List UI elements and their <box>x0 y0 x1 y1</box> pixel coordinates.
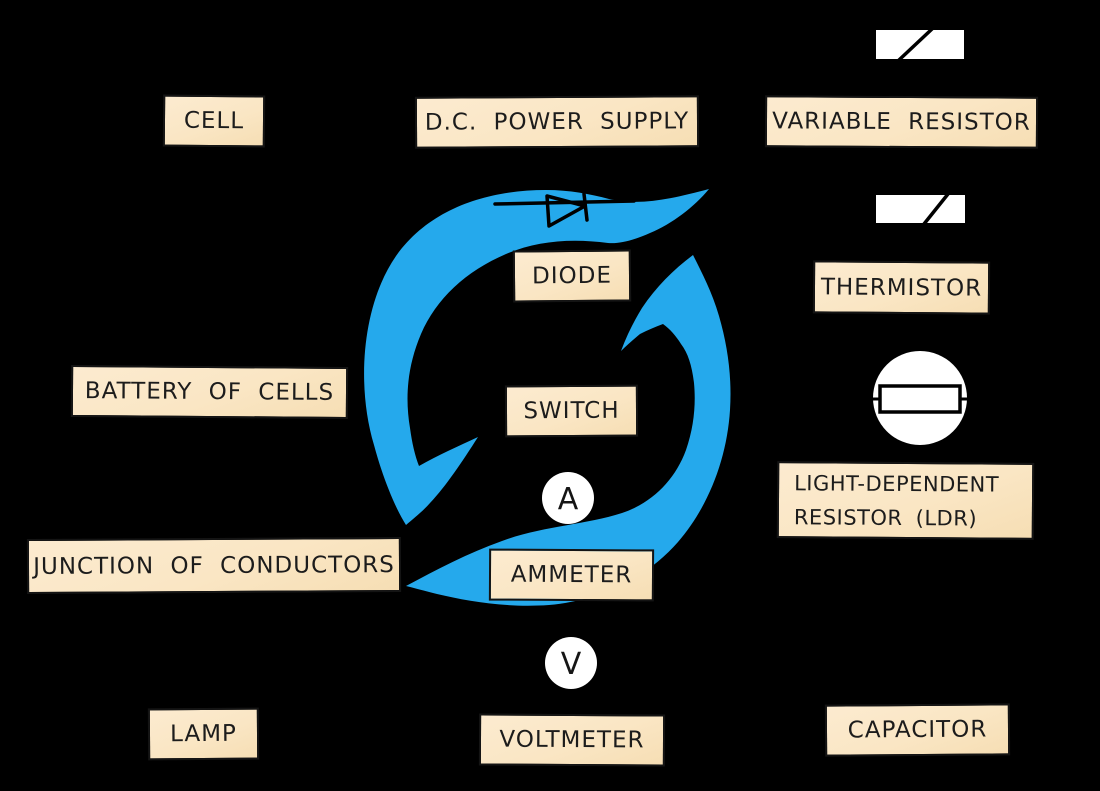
thermistor-symbol-icon <box>876 192 965 226</box>
voltmeter-letter: V <box>561 647 582 682</box>
diode-wire <box>493 199 636 206</box>
thermistor-body <box>876 195 965 223</box>
label-ldr-line2: RESISTOR (LDR) <box>793 504 978 530</box>
label-ldr-line1: LIGHT-DEPENDENT <box>794 470 1000 497</box>
ammeter-circle <box>542 472 594 524</box>
diode-triangle <box>545 194 587 228</box>
ldr-resistor-box <box>878 384 962 414</box>
label-voltmeter: VOLTMETER <box>478 713 666 767</box>
label-dc-power-supply: D.C. POWER SUPPLY <box>414 95 700 149</box>
thermistor-diagonal <box>922 192 950 226</box>
label-battery-of-cells: BATTERY OF CELLS <box>70 365 349 419</box>
variable-resistor-diagonal <box>897 27 934 62</box>
label-junction-of-conductors: JUNCTION OF CONDUCTORS <box>26 537 402 594</box>
label-diode: DIODE <box>512 249 632 303</box>
label-capacitor: CAPACITOR <box>824 703 1011 757</box>
voltmeter-circle <box>545 637 597 689</box>
voltmeter-symbol-icon: V <box>545 637 597 689</box>
diode-symbol-icon <box>493 192 636 228</box>
variable-resistor-body <box>876 30 964 59</box>
cycle-arrow-lower-right-icon <box>406 255 731 606</box>
ldr-symbol-icon <box>872 351 968 445</box>
label-lamp: LAMP <box>147 707 260 761</box>
label-switch: SWITCH <box>504 384 639 438</box>
blue-cycle-arrows <box>364 189 731 606</box>
variable-resistor-symbol-icon <box>876 27 964 62</box>
label-ammeter: AMMETER <box>488 548 655 602</box>
label-variable-resistor: VARIABLE RESISTOR <box>764 95 1039 149</box>
ammeter-letter: A <box>558 482 579 517</box>
ammeter-symbol-icon: A <box>542 472 594 524</box>
diode-bar <box>582 192 589 222</box>
label-light-dependent-resistor: LIGHT-DEPENDENT RESISTOR (LDR) <box>776 461 1035 540</box>
label-thermistor: THERMISTOR <box>812 260 991 315</box>
cycle-arrow-upper-left-icon <box>364 189 709 525</box>
label-cell: CELL <box>162 94 266 148</box>
